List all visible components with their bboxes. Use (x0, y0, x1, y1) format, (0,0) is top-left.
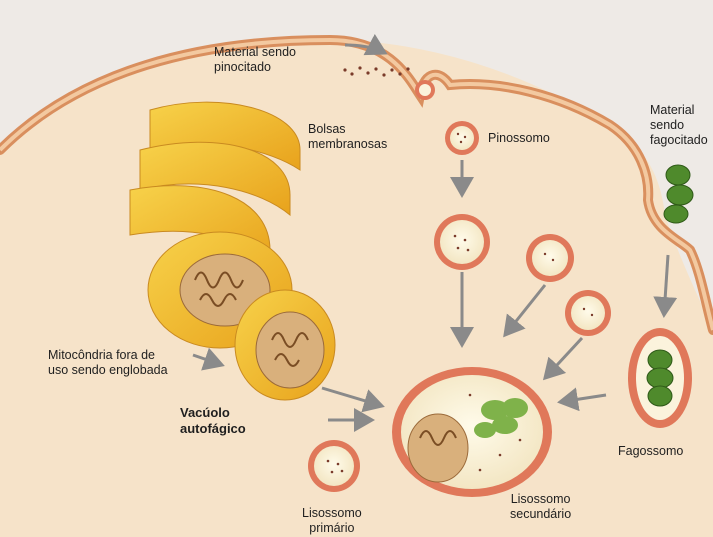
secondary-lysosome (392, 367, 552, 497)
pinosome (445, 121, 479, 155)
label-material-fagocitado: Material sendo fagocitado (650, 103, 708, 148)
label-lisossomo-secundario: Lisossomo secundário (510, 492, 571, 522)
phagosome (628, 328, 692, 428)
label-pinossomo: Pinossomo (488, 131, 550, 146)
vesicle-right-2 (565, 290, 611, 336)
primary-lysosome (308, 440, 360, 492)
phagocytosed-material (664, 165, 693, 223)
label-lisossomo-primario: Lisossomo primário (302, 506, 362, 536)
vesicle-mid (434, 214, 490, 270)
label-material-pinocitado: Material sendo pinocitado (214, 45, 296, 75)
label-vacuolo-autofagico: Vacúolo autofágico (180, 405, 246, 437)
label-bolsas-membranosas: Bolsas membranosas (308, 122, 387, 152)
label-fagossomo: Fagossomo (618, 444, 683, 459)
label-mitocondria: Mitocôndria fora de uso sendo englobada (48, 348, 168, 378)
autophagic-vacuole (235, 290, 335, 400)
vesicle-right-1 (526, 234, 574, 282)
